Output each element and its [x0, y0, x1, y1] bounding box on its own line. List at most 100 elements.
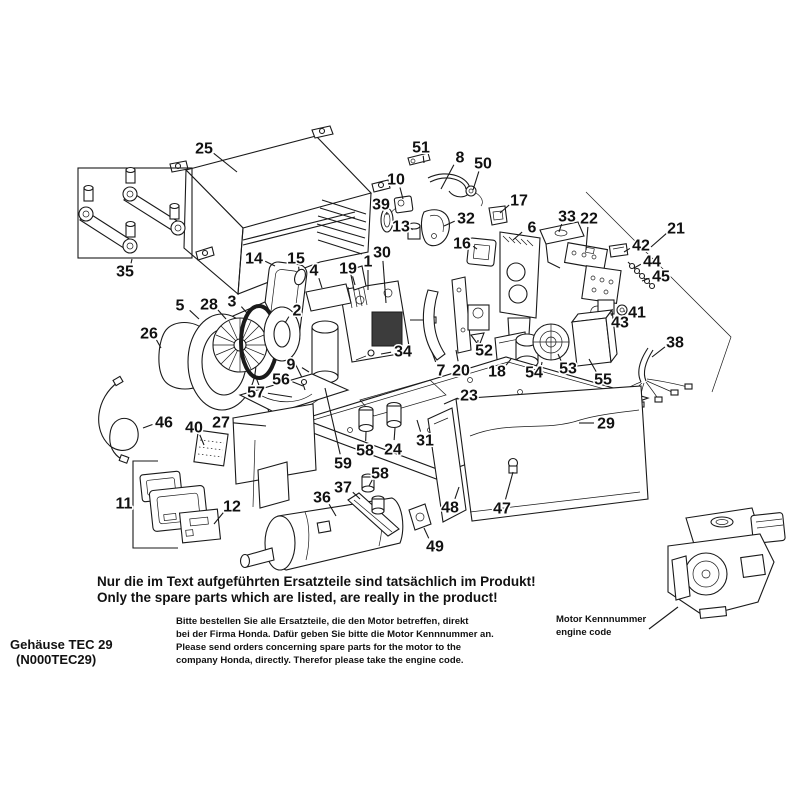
- leader-line-58: [368, 479, 373, 487]
- honda-note-line-3: Please send orders concerning spare part…: [176, 642, 462, 653]
- leader-line-54: [540, 361, 543, 366]
- part-label-56: 56: [272, 372, 290, 389]
- avr-box-part: [466, 237, 497, 267]
- part-label-2: 2: [293, 303, 302, 320]
- part-label-22: 22: [580, 211, 598, 228]
- leader-line-32: [443, 220, 455, 227]
- model-name: Gehäuse TEC 29: [10, 637, 113, 652]
- part-label-57: 57: [247, 385, 265, 402]
- leader-line-16: [472, 245, 478, 250]
- part-label-52: 52: [475, 343, 493, 360]
- leader-line-8: [440, 164, 455, 190]
- rubber-grommet-part: [380, 207, 394, 233]
- carburetor-part: [467, 304, 490, 348]
- honda-note-line-4: company Honda, directly. Therefor please…: [176, 655, 464, 666]
- part-label-8: 8: [456, 150, 465, 167]
- exhaust-clamp-part: [408, 503, 432, 531]
- part-label-6: 6: [528, 220, 537, 237]
- leader-line-47: [504, 471, 514, 500]
- part-label-14: 14: [245, 251, 263, 268]
- part-label-39: 39: [372, 197, 390, 214]
- leader-line-3: [240, 306, 248, 314]
- leader-line-9: [301, 367, 310, 373]
- leader-line-14: [264, 260, 276, 267]
- cover-vent-slats: [316, 199, 367, 255]
- leader-line-51: [422, 155, 425, 164]
- part-label-33: 33: [558, 209, 576, 226]
- engine-code-label-en: engine code: [556, 627, 612, 638]
- leader-line-50: [472, 171, 480, 191]
- part-label-50: 50: [474, 156, 492, 173]
- leader-line-23: [443, 397, 458, 405]
- leader-line-42: [623, 247, 631, 253]
- part-label-19: 19: [339, 261, 357, 278]
- side-frame-curved: [422, 289, 446, 361]
- rear-panel-part: [455, 385, 649, 522]
- pcb-part: [563, 242, 609, 270]
- part-label-5: 5: [176, 298, 185, 315]
- part-label-44: 44: [643, 254, 661, 271]
- part-label-21: 21: [667, 221, 685, 238]
- part-label-31: 31: [416, 433, 434, 450]
- part-label-32: 32: [457, 211, 475, 228]
- group-bracket-11: [132, 460, 178, 549]
- leader-line-26: [156, 339, 162, 349]
- leader-line-34: [380, 351, 392, 355]
- part-label-34: 34: [394, 344, 412, 361]
- engine-block-part: [305, 265, 437, 363]
- regulator-part: [581, 265, 622, 304]
- part-label-13: 13: [392, 219, 410, 236]
- clip-part: [294, 268, 306, 286]
- part-label-7: 7: [437, 363, 446, 380]
- part-label-25: 25: [195, 141, 213, 158]
- leader-line-2: [284, 316, 290, 324]
- part-label-36: 36: [313, 490, 331, 507]
- leader-line-55: [588, 358, 597, 372]
- honda-note-line-2: bei der Firma Honda. Dafür geben Sie bit…: [176, 629, 494, 640]
- panel-bolt-part: [507, 457, 519, 474]
- part-label-10: 10: [387, 172, 405, 189]
- part-label-49: 49: [426, 539, 444, 556]
- part-label-48: 48: [441, 500, 459, 517]
- leader-line-57: [267, 392, 293, 398]
- part-label-54: 54: [525, 365, 543, 382]
- cover-mount-tabs: [169, 125, 391, 261]
- bracket-plate-part: [420, 209, 450, 247]
- grommet-wire-part: [465, 185, 483, 207]
- part-label-30: 30: [373, 245, 391, 262]
- stud-parts: [361, 473, 385, 515]
- part-label-24: 24: [384, 442, 402, 459]
- side-frame-straight: [451, 276, 472, 354]
- part-label-3: 3: [228, 294, 237, 311]
- part-label-51: 51: [412, 140, 430, 157]
- part-label-12: 12: [223, 499, 241, 516]
- model-code: (N000TEC29): [16, 652, 97, 667]
- leader-line-44: [633, 263, 642, 269]
- leader-line-59: [324, 387, 341, 455]
- part-label-46: 46: [155, 415, 173, 432]
- support-tray-part: [238, 373, 350, 414]
- part-label-43: 43: [611, 315, 629, 332]
- leader-line-25: [213, 152, 238, 173]
- honda-note-line-1: Bitte bestellen Sie alle Ersatzteile, di…: [176, 616, 469, 627]
- leader-line-17: [499, 204, 510, 214]
- leader-line-56: [292, 381, 304, 387]
- leader-line-12: [213, 512, 224, 525]
- part-label-11: 11: [116, 496, 133, 513]
- part-label-40: 40: [185, 420, 203, 437]
- part-label-41: 41: [628, 305, 646, 322]
- leader-line-31: [416, 419, 422, 432]
- part-label-9: 9: [287, 357, 296, 374]
- leader-line-4: [318, 278, 323, 289]
- insert-panel-parts: [139, 470, 209, 532]
- stator-part: [263, 306, 301, 362]
- part-label-1: 1: [364, 254, 373, 271]
- leader-line-21: [650, 233, 667, 248]
- connector-block-part: [590, 299, 615, 315]
- leader-line-38: [651, 346, 666, 358]
- engine-code-label-de: Motor Kennnummer: [556, 614, 647, 625]
- part-label-28: 28: [200, 297, 218, 314]
- part-label-35: 35: [116, 264, 134, 281]
- nut-part: [616, 304, 628, 316]
- leader-line-36: [328, 503, 337, 517]
